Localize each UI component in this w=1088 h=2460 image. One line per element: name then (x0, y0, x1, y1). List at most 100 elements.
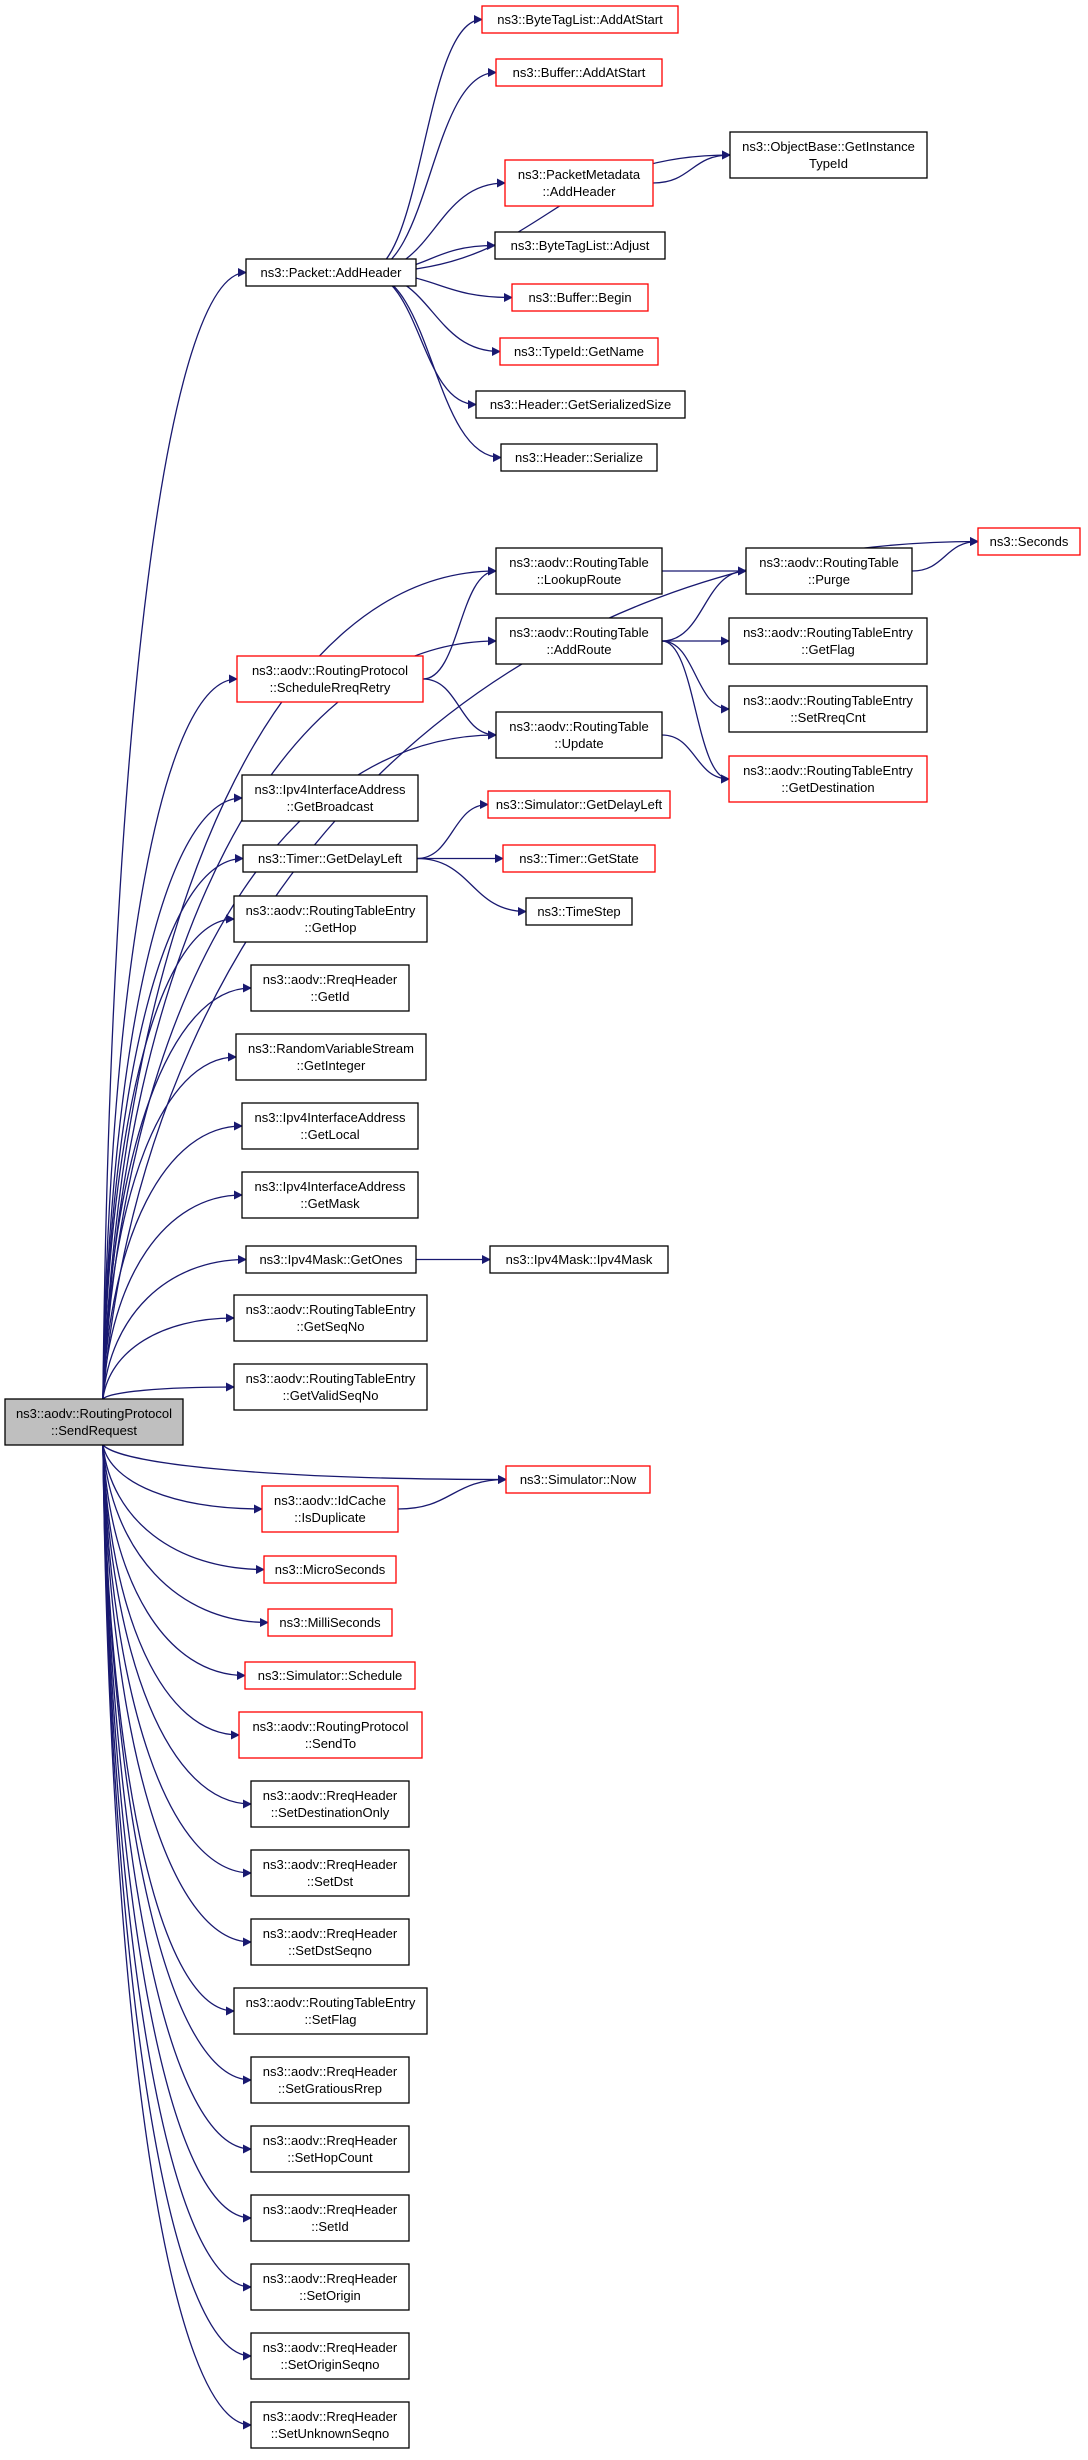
node-rte-gethop[interactable]: ns3::aodv::RoutingTableEntry::GetHop (233, 895, 428, 943)
node-buffer-begin[interactable]: ns3::Buffer::Begin (511, 283, 649, 312)
node-ipv4mask-ipv4mask[interactable]: ns3::Ipv4Mask::Ipv4Mask (489, 1245, 669, 1274)
node-label-line: ns3::Packet::AddHeader (261, 265, 403, 280)
node-box (233, 1363, 428, 1411)
node-microseconds[interactable]: ns3::MicroSeconds (263, 1555, 397, 1584)
node-rte-getdestination[interactable]: ns3::aodv::RoutingTableEntry::GetDestina… (728, 755, 928, 803)
edge-send_request-to-microseconds (102, 1444, 265, 1574)
node-label-line: ::SetOriginSeqno (280, 2357, 379, 2372)
node-ipv4ifaddr-getlocal[interactable]: ns3::Ipv4InterfaceAddress::GetLocal (241, 1102, 419, 1150)
edge-send_request-to-rreq_setdestinationonly (102, 1444, 252, 1809)
node-label-line: ns3::aodv::RoutingProtocol (16, 1406, 172, 1421)
edge-send_request-to-rvs_getinteger (102, 1052, 237, 1400)
node-routingtable-purge[interactable]: ns3::aodv::RoutingTable::Purge (745, 547, 913, 595)
node-routingtable-addroute[interactable]: ns3::aodv::RoutingTable::AddRoute (495, 617, 663, 665)
node-routingtable-lookuproute[interactable]: ns3::aodv::RoutingTable::LookupRoute (495, 547, 663, 595)
node-rte-setrreqcnt[interactable]: ns3::aodv::RoutingTableEntry::SetRreqCnt (728, 685, 928, 733)
node-label-line: ns3::aodv::RoutingTable (759, 555, 898, 570)
node-seconds[interactable]: ns3::Seconds (977, 527, 1081, 556)
node-ipv4mask-getones[interactable]: ns3::Ipv4Mask::GetOnes (245, 1245, 417, 1274)
node-label-line: ::SetRreqCnt (790, 710, 866, 725)
edge-send_request-to-idcache_isduplicate (102, 1444, 263, 1514)
node-box (495, 617, 663, 665)
node-box (511, 283, 649, 312)
node-send-request[interactable]: ns3::aodv::RoutingProtocol::SendRequest (4, 1398, 184, 1446)
node-header-getserializedsize[interactable]: ns3::Header::GetSerializedSize (475, 390, 686, 419)
node-rreq-setorigin[interactable]: ns3::aodv::RreqHeader::SetOrigin (250, 2263, 410, 2311)
node-label-line: ns3::PacketMetadata (518, 167, 641, 182)
node-rte-getseqno[interactable]: ns3::aodv::RoutingTableEntry::GetSeqNo (233, 1294, 428, 1342)
node-timestep[interactable]: ns3::TimeStep (525, 897, 633, 926)
node-rte-getflag[interactable]: ns3::aodv::RoutingTableEntry::GetFlag (728, 617, 928, 665)
node-timer-getstate[interactable]: ns3::Timer::GetState (502, 844, 656, 873)
node-label-line: ns3::aodv::RoutingProtocol (252, 663, 408, 678)
node-rreq-setdst[interactable]: ns3::aodv::RreqHeader::SetDst (250, 1849, 410, 1897)
node-bytetaglist-addatstart[interactable]: ns3::ByteTagList::AddAtStart (481, 5, 679, 34)
node-milliseconds[interactable]: ns3::MilliSeconds (267, 1608, 393, 1637)
node-ipv4ifaddr-getbroadcast[interactable]: ns3::Ipv4InterfaceAddress::GetBroadcast (241, 774, 419, 822)
node-packetmetadata-addheader[interactable]: ns3::PacketMetadata::AddHeader (504, 159, 654, 207)
edge-packet_addheader-to-buffer_addatstart (364, 68, 497, 274)
node-label-line: ::GetDestination (781, 780, 874, 795)
node-rte-getvalidseqno[interactable]: ns3::aodv::RoutingTableEntry::GetValidSe… (233, 1363, 428, 1411)
node-rte-setflag[interactable]: ns3::aodv::RoutingTableEntry::SetFlag (233, 1987, 428, 2035)
node-box (236, 655, 424, 703)
node-idcache-isduplicate[interactable]: ns3::aodv::IdCache::IsDuplicate (261, 1485, 399, 1533)
node-box (250, 2194, 410, 2242)
node-rp-schedulerreqretry[interactable]: ns3::aodv::RoutingProtocol::ScheduleRreq… (236, 655, 424, 703)
node-buffer-addatstart[interactable]: ns3::Buffer::AddAtStart (495, 58, 663, 87)
node-box (233, 1294, 428, 1342)
node-label-line: ns3::aodv::RreqHeader (263, 1857, 398, 1872)
node-simulator-schedule[interactable]: ns3::Simulator::Schedule (244, 1661, 416, 1690)
node-label-line: ::GetBroadcast (287, 799, 374, 814)
edge-send_request-to-simulator_schedule (102, 1444, 246, 1680)
node-rp-sendto[interactable]: ns3::aodv::RoutingProtocol::SendTo (238, 1711, 423, 1759)
edge-send_request-to-rte_gethop (102, 914, 235, 1400)
node-box (728, 755, 928, 803)
node-box (489, 1245, 669, 1274)
node-bytetaglist-adjust[interactable]: ns3::ByteTagList::Adjust (494, 231, 666, 260)
node-rreq-sethopcount[interactable]: ns3::aodv::RreqHeader::SetHopCount (250, 2125, 410, 2173)
node-simulator-now[interactable]: ns3::Simulator::Now (505, 1465, 651, 1494)
node-label-line: ns3::Ipv4Mask::GetOnes (259, 1252, 403, 1267)
node-rvs-getinteger[interactable]: ns3::RandomVariableStream::GetInteger (235, 1033, 427, 1081)
edge-routingtable_addroute-to-routingtable_purge (661, 566, 747, 642)
node-label-line: ns3::Ipv4Mask::Ipv4Mask (506, 1252, 653, 1267)
node-header-serialize[interactable]: ns3::Header::Serialize (500, 443, 658, 472)
node-label-line: ::SetOrigin (299, 2288, 360, 2303)
node-label-line: ns3::ByteTagList::Adjust (511, 238, 650, 253)
node-rreq-setdstseqno[interactable]: ns3::aodv::RreqHeader::SetDstSeqno (250, 1918, 410, 1966)
node-box (263, 1555, 397, 1584)
edge-send_request-to-rreq_setunknownseqno (102, 1444, 252, 2430)
edge-send_request-to-ipv4ifaddr_getbroadcast (102, 793, 243, 1400)
node-label-line: ns3::Ipv4InterfaceAddress (254, 1179, 406, 1194)
edge-rp_schedulerreqretry-to-routingtable_update (422, 678, 497, 740)
node-rreq-getid[interactable]: ns3::aodv::RreqHeader::GetId (250, 964, 410, 1012)
node-rreq-setid[interactable]: ns3::aodv::RreqHeader::SetId (250, 2194, 410, 2242)
node-simulator-getdelayleft[interactable]: ns3::Simulator::GetDelayLeft (487, 790, 671, 819)
node-rreq-setdestinationonly[interactable]: ns3::aodv::RreqHeader::SetDestinationOnl… (250, 1780, 410, 1828)
node-timer-getdelayleft[interactable]: ns3::Timer::GetDelayLeft (242, 844, 418, 873)
edge-send_request-to-rreq_setdst (102, 1444, 252, 1878)
node-packet-addheader[interactable]: ns3::Packet::AddHeader (245, 258, 417, 287)
node-label-line: ::AddRoute (546, 642, 611, 657)
edge-send_request-to-routingtable_lookuproute (102, 566, 497, 1400)
edge-routingtable_update-to-rte_getdestination (661, 734, 730, 784)
node-label-line: ::GetValidSeqNo (283, 1388, 379, 1403)
node-label-line: ns3::MicroSeconds (275, 1562, 386, 1577)
node-box (250, 2401, 410, 2449)
node-rreq-setoriginseqno[interactable]: ns3::aodv::RreqHeader::SetOriginSeqno (250, 2332, 410, 2380)
node-box (250, 1918, 410, 1966)
node-box (729, 131, 928, 179)
call-edges (102, 15, 979, 2430)
node-ipv4ifaddr-getmask[interactable]: ns3::Ipv4InterfaceAddress::GetMask (241, 1171, 419, 1219)
edge-send_request-to-rreq_setid (102, 1444, 252, 2223)
edge-send_request-to-rreq_sethopcount (102, 1444, 252, 2154)
node-label-line: ::SetUnknownSeqno (271, 2426, 390, 2441)
node-rreq-setunknownseqno[interactable]: ns3::aodv::RreqHeader::SetUnknownSeqno (250, 2401, 410, 2449)
node-routingtable-update[interactable]: ns3::aodv::RoutingTable::Update (495, 711, 663, 759)
node-label-line: ::SendTo (305, 1736, 356, 1751)
node-rreq-setgratiousrrep[interactable]: ns3::aodv::RreqHeader::SetGratiousRrep (250, 2056, 410, 2104)
node-box (250, 2056, 410, 2104)
node-typeid-getname[interactable]: ns3::TypeId::GetName (499, 337, 659, 366)
